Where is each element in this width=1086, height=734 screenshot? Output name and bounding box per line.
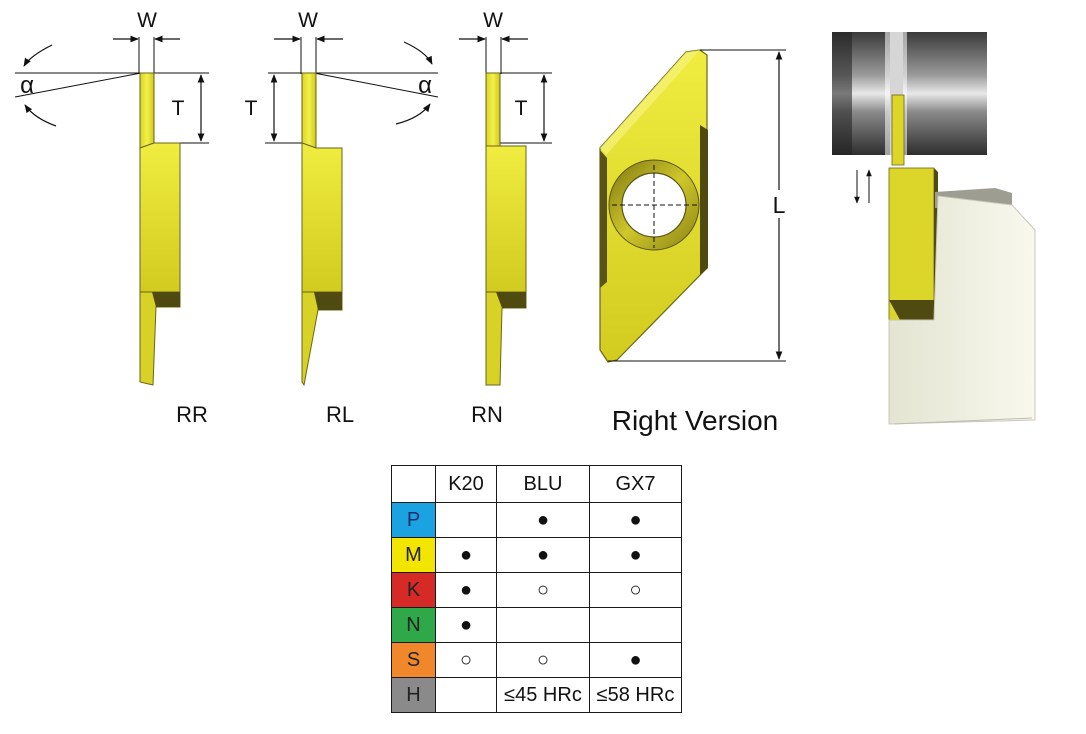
rn-label: RN	[471, 402, 503, 427]
rn-width-label: W	[483, 9, 503, 32]
table-row: N●	[391, 607, 682, 643]
rl-height-label: T	[245, 97, 258, 120]
insert-rn: W T RN	[459, 9, 552, 427]
material-cell-m: M	[391, 537, 436, 573]
grade-cell: ○	[496, 642, 590, 678]
rr-angle-label: α	[20, 72, 34, 99]
header-k20: K20	[435, 465, 497, 503]
grade-table: K20 BLU GX7 P●●M●●●K●○○N●S○○●H≤45 HRc≤58…	[391, 465, 682, 713]
right-version-label: Right Version	[612, 405, 779, 436]
grade-cell	[589, 607, 682, 643]
grade-cell: ○	[496, 572, 590, 608]
grade-cell: ●	[496, 502, 590, 538]
right-version-view: L Right Version	[599, 49, 790, 436]
grade-cell	[435, 502, 497, 538]
grade-cell: ●	[589, 537, 682, 573]
insert-rr: W α T RR	[14, 9, 209, 427]
grade-cell: ○	[435, 642, 497, 678]
material-cell-n: N	[391, 607, 436, 643]
machine-illustration	[832, 32, 1036, 425]
grade-cell: ≤58 HRc	[589, 677, 682, 713]
material-cell-s: S	[391, 642, 436, 678]
material-cell-k: K	[391, 572, 436, 608]
grade-cell: ○	[589, 572, 682, 608]
grade-cell: ●	[435, 607, 497, 643]
material-cell-p: P	[391, 502, 436, 538]
rl-label: RL	[326, 402, 354, 427]
grade-cell: ●	[435, 537, 497, 573]
grade-cell: ●	[589, 502, 682, 538]
length-label: L	[773, 192, 786, 218]
table-row: M●●●	[391, 537, 682, 573]
grade-cell: ●	[589, 642, 682, 678]
table-row: H ≤45 HRc≤58 HRc	[391, 677, 682, 713]
rn-height-label: T	[515, 97, 528, 120]
grade-cell: ●	[435, 572, 497, 608]
grade-cell	[496, 607, 590, 643]
material-cell-h: H	[391, 677, 436, 713]
table-header-row: K20 BLU GX7	[391, 465, 682, 503]
table-row: S○○●	[391, 642, 682, 678]
grade-cell: ≤45 HRc	[496, 677, 590, 713]
insert-rl: W α T RL	[245, 9, 439, 427]
table-row: P ●●	[391, 502, 682, 538]
rl-angle-label: α	[418, 72, 432, 99]
table-row: K●○○	[391, 572, 682, 608]
header-gx7: GX7	[589, 465, 682, 503]
header-blu: BLU	[496, 465, 590, 503]
grade-cell	[435, 677, 497, 713]
grade-cell: ●	[496, 537, 590, 573]
rl-width-label: W	[298, 9, 318, 32]
rr-label: RR	[176, 402, 208, 427]
rr-width-label: W	[137, 9, 157, 32]
header-corner	[391, 465, 436, 503]
rr-height-label: T	[172, 97, 185, 120]
